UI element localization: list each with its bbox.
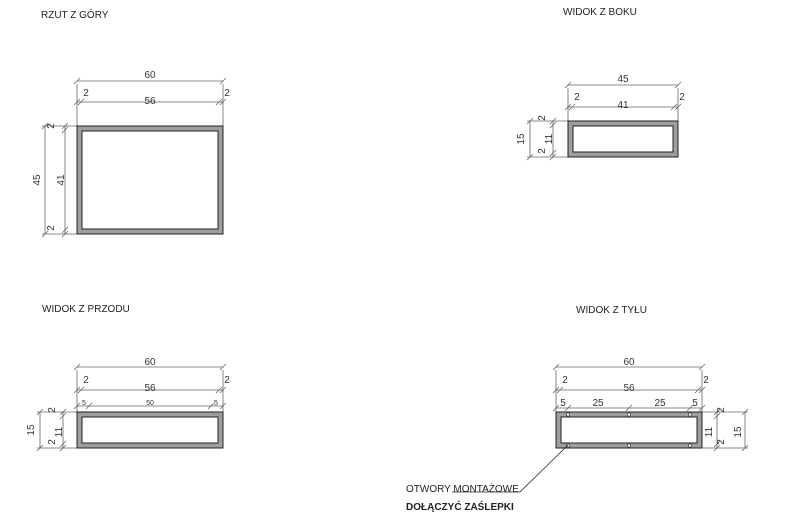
side-dim-edge-r: 2: [679, 92, 685, 103]
back-dim-edge-b: 2: [716, 439, 727, 445]
mounting-hole: [688, 443, 692, 448]
front-dim-hole-l: 5: [82, 400, 86, 407]
front-dim-hole-mid: 50: [146, 400, 154, 407]
front-dim-total-w: 60: [144, 357, 156, 368]
top-dim-inner-w: 56: [144, 96, 156, 107]
back-dim-inner-w: 56: [623, 383, 635, 394]
back-view-title: WIDOK Z TYŁU: [576, 305, 647, 316]
back-dim-total-w: 60: [623, 357, 635, 368]
back-dim-hole-l: 5: [560, 398, 566, 409]
side-dim-total-h: 15: [516, 133, 527, 145]
holes-leader-line: [519, 444, 569, 493]
mounting-hole: [627, 412, 631, 417]
back-dim-hole-m1: 25: [592, 398, 604, 409]
top-dim-total-h: 45: [32, 174, 43, 186]
top-dim-edge-b: 2: [46, 225, 57, 231]
caps-annotation: DOŁĄCZYĆ ZAŚLEPKI: [406, 500, 514, 513]
back-dim-hole-m2: 25: [654, 398, 666, 409]
top-view: RZUT Z GÓRY 60 2 56 2 45 2 41 2: [32, 8, 230, 238]
side-dim-edge-l: 2: [574, 92, 580, 103]
top-dim-edge-l: 2: [83, 88, 89, 99]
front-dim-edge-l: 2: [83, 375, 89, 386]
front-dim-inner-h: 11: [54, 426, 65, 437]
front-dim-edge-r: 2: [224, 375, 230, 386]
side-view-inner: [572, 125, 674, 153]
back-dim-edge-r: 2: [703, 375, 709, 386]
holes-annotation: OTWORY MONTAŻOWE: [406, 482, 519, 495]
side-view-title: WIDOK Z BOKU: [563, 7, 637, 18]
back-dim-edge-l: 2: [562, 375, 568, 386]
side-dim-total-w: 45: [617, 74, 629, 85]
side-dim-edge-b: 2: [537, 148, 548, 154]
front-view-inner: [81, 416, 219, 444]
side-view: WIDOK Z BOKU 45 2 41 2 15 2 11 2: [516, 7, 685, 161]
front-view: WIDOK Z PRZODU 60 2 56 2 5 50 5 15: [26, 304, 230, 452]
back-dim-total-h: 15: [733, 426, 744, 438]
back-view: WIDOK Z TYŁU 60 2 56 2 5 25 25 5: [406, 305, 749, 513]
front-view-title: WIDOK Z PRZODU: [42, 304, 130, 315]
back-view-inner: [560, 416, 698, 444]
front-dim-edge-b: 2: [47, 439, 58, 445]
mounting-hole: [627, 443, 631, 448]
back-dim-inner-h: 11: [704, 426, 715, 437]
top-view-inner: [81, 130, 219, 230]
side-dim-inner-w: 41: [617, 100, 629, 111]
front-dim-inner-w: 56: [144, 383, 156, 394]
mounting-hole: [566, 412, 570, 417]
back-dim-edge-t: 2: [716, 407, 727, 413]
front-dim-total-h: 15: [26, 424, 37, 436]
top-dim-edge-t: 2: [46, 123, 57, 129]
back-dim-hole-r: 5: [692, 398, 698, 409]
top-dim-edge-r: 2: [224, 88, 230, 99]
side-dim-edge-t: 2: [537, 115, 548, 121]
front-dim-edge-t: 2: [47, 407, 58, 413]
top-dim-total-w: 60: [144, 70, 156, 81]
top-dim-inner-h: 41: [56, 174, 67, 186]
top-view-title: RZUT Z GÓRY: [41, 8, 109, 21]
side-dim-inner-h: 11: [544, 133, 555, 144]
mounting-hole: [688, 412, 692, 417]
front-dim-hole-r: 5: [214, 400, 218, 407]
